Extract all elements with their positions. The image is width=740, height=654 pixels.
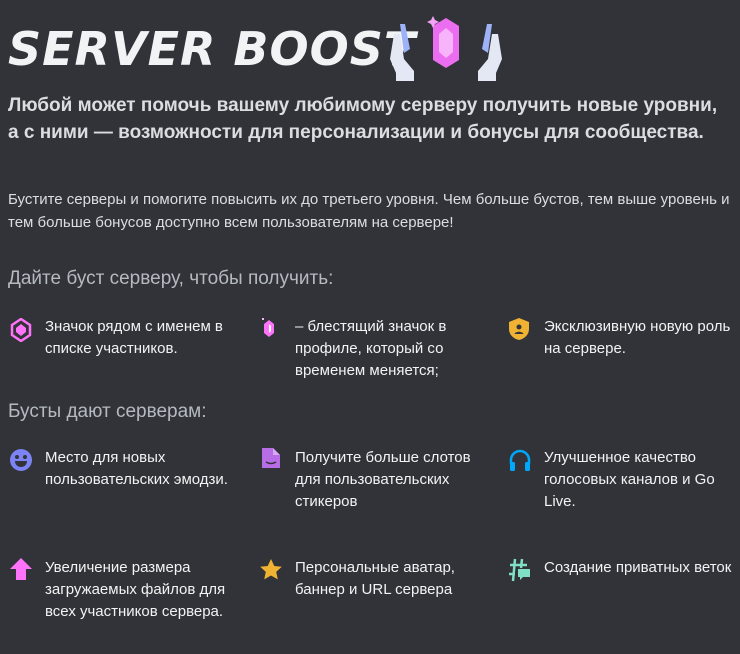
upload-arrow-icon: [10, 558, 32, 580]
emoji-icon: [10, 449, 32, 471]
thread-icon: [509, 558, 530, 582]
perk-text: Персональные аватар, баннер и URL сервер…: [295, 559, 455, 598]
perk-text: Увеличение размера загружаемых файлов дл…: [45, 559, 226, 620]
lead-text: Любой может помочь вашему любимому серве…: [8, 95, 718, 143]
role-shield-icon: [509, 318, 529, 340]
headphones-icon: [509, 449, 531, 471]
perk-text: Место для новых пользовательских эмодзи.: [45, 449, 228, 488]
page-title: SERVER BOOST: [8, 22, 417, 76]
perk-text: Получите больше слотов для пользовательс…: [295, 449, 471, 510]
perk-text: Значок рядом с именем в списке участнико…: [45, 318, 223, 357]
perk-text: Эксклюзивную новую роль на сервере.: [544, 318, 731, 357]
perk-text: – блестящий значок в профиле, который со…: [295, 318, 447, 379]
description-text: Бустите серверы и помогите повысить их д…: [8, 191, 730, 231]
section1-heading: Дайте буст серверу, чтобы получить:: [8, 268, 334, 289]
section2-heading: Бусты дают серверам:: [8, 401, 207, 422]
shiny-gem-icon: [262, 318, 274, 337]
perk-text: Создание приватных веток: [544, 559, 732, 576]
perk-text: Улучшенное качество голосовых каналов и …: [544, 449, 715, 510]
sticker-icon: [262, 448, 280, 468]
boost-badge-icon: [10, 318, 32, 342]
star-icon: [260, 559, 282, 580]
boost-hands-gem-icon: [390, 16, 502, 81]
